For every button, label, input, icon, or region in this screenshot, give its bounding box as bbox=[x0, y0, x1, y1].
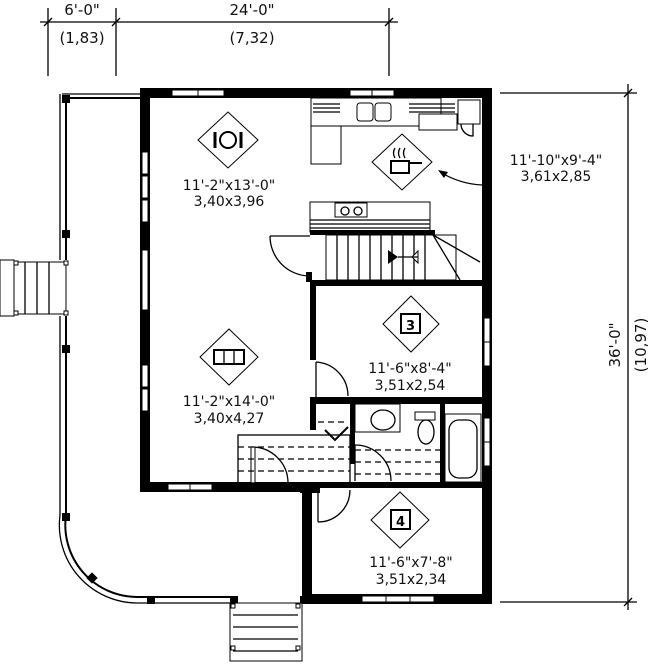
windows bbox=[141, 89, 491, 603]
stairs bbox=[269, 234, 481, 282]
kitchen-fixtures bbox=[309, 97, 483, 235]
bed-icon-4: 4 bbox=[370, 491, 430, 549]
kitchen-size-metric: 3,61x2,85 bbox=[521, 169, 592, 185]
dimension-left-metric: (1,83) bbox=[59, 29, 104, 47]
dimension-left-imperial: 6'-0" bbox=[64, 1, 100, 19]
living-size-metric: 3,40x4,27 bbox=[194, 411, 265, 427]
dimension-main-imperial: 24'-0" bbox=[229, 1, 274, 19]
interior-walls bbox=[300, 280, 492, 493]
dimension-main-metric: (7,32) bbox=[229, 29, 274, 47]
bedroom3-size-metric: 3,51x2,54 bbox=[375, 378, 446, 394]
right-dimension: 36'-0" (10,97) bbox=[500, 84, 650, 610]
room-label-bedroom3: 11'-6"x8'-4" 3,51x2,54 bbox=[368, 361, 452, 394]
cooking-pot-icon bbox=[371, 133, 433, 191]
bed-icon-3: 3 bbox=[382, 295, 440, 353]
dining-size-metric: 3,40x3,96 bbox=[194, 194, 265, 210]
top-dimension: 6'-0" (1,83) 24'-0" (7,32) bbox=[40, 1, 398, 76]
kitchen-size-imperial: 11'-10"x9'-4" bbox=[510, 153, 602, 169]
bathroom bbox=[354, 403, 482, 483]
room-label-bedroom4: 11'-6"x7'-8" 3,51x2,34 bbox=[369, 555, 453, 588]
left-steps bbox=[0, 259, 69, 317]
dimension-height-metric: (10,97) bbox=[632, 318, 650, 373]
room-label-dining: 11'-2"x13'-0" 3,40x3,96 bbox=[183, 178, 275, 210]
doors bbox=[250, 361, 392, 523]
dimension-height-imperial: 36'-0" bbox=[606, 322, 624, 367]
bed-number-4: 4 bbox=[396, 515, 405, 530]
sofa-icon bbox=[199, 328, 259, 386]
living-size-imperial: 11'-2"x14'-0" bbox=[183, 394, 275, 410]
room-label-kitchen: 11'-10"x9'-4" 3,61x2,85 bbox=[510, 153, 602, 185]
room-label-living: 11'-2"x14'-0" 3,40x4,27 bbox=[183, 394, 275, 427]
front-steps bbox=[229, 602, 303, 662]
bedroom4-size-imperial: 11'-6"x7'-8" bbox=[369, 555, 453, 571]
tile-floor bbox=[237, 421, 351, 484]
porch bbox=[0, 93, 308, 662]
bedroom4-size-metric: 3,51x2,34 bbox=[376, 572, 447, 588]
dining-size-imperial: 11'-2"x13'-0" bbox=[183, 178, 275, 194]
bedroom3-size-imperial: 11'-6"x8'-4" bbox=[368, 361, 452, 377]
dining-icon bbox=[197, 111, 259, 169]
bed-number-3: 3 bbox=[406, 319, 415, 334]
